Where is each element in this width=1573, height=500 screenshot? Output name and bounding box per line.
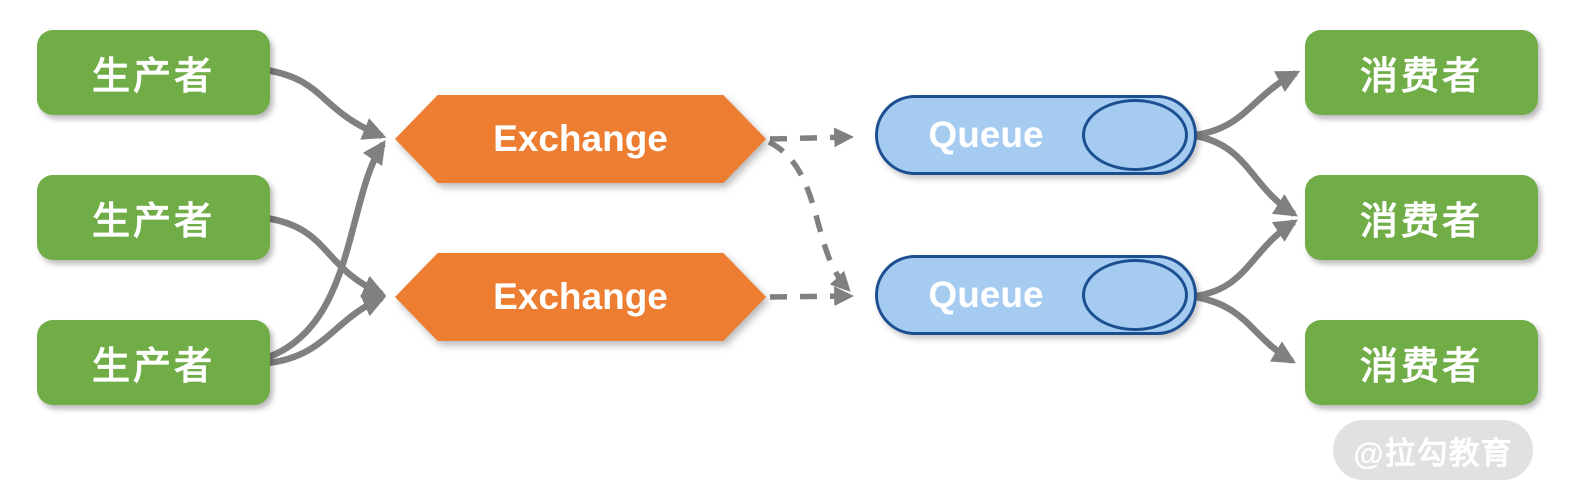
exchange-label: Exchange [493,118,668,159]
producer-node-1: 生产者 [37,30,270,115]
edge-queue1-consumer2 [1195,132,1298,217]
queue-node-2: Queue [875,255,1197,335]
exchange-node-2: Exchange [395,253,766,341]
watermark-text: @拉勾教育 [1353,435,1513,471]
edge-queue1-consumer1 [1195,70,1301,139]
producer-node-2: 生产者 [37,175,270,260]
edge-queue2-consumer2 [1195,219,1298,300]
edge-exchange1-queue2 [767,139,851,292]
edge-exchange2-queue2 [769,286,854,307]
edge-producer1-exchange1 [265,66,387,140]
edge-exchange1-queue1 [769,127,854,148]
consumer-label: 消费者 [1359,346,1483,388]
queue-end-ellipse [1082,259,1188,331]
producer-label: 生产者 [91,201,215,243]
queue-node-1: Queue [875,95,1197,175]
consumer-label: 消费者 [1359,56,1483,98]
queue-end-ellipse [1082,99,1188,171]
exchange-label: Exchange [493,276,668,317]
exchange-node-1: Exchange [395,95,766,183]
edge-producer3-exchange2 [267,294,387,367]
edge-producer3-exchange1 [264,140,386,362]
consumer-node-2: 消费者 [1305,175,1538,260]
consumer-node-1: 消费者 [1305,30,1538,115]
producer-label: 生产者 [91,346,215,388]
watermark-badge: @拉勾教育 [1333,420,1533,480]
queue-label: Queue [928,114,1044,155]
exchange-hexagon: Exchange [395,95,766,183]
producer-label: 生产者 [91,56,215,98]
queue-label: Queue [928,274,1044,315]
consumer-node-3: 消费者 [1305,320,1538,405]
edge-producer2-exchange2 [265,214,387,298]
producer-node-3: 生产者 [37,320,270,405]
exchange-hexagon: Exchange [395,253,766,341]
consumer-label: 消费者 [1359,201,1483,243]
edge-queue2-consumer3 [1195,293,1297,364]
